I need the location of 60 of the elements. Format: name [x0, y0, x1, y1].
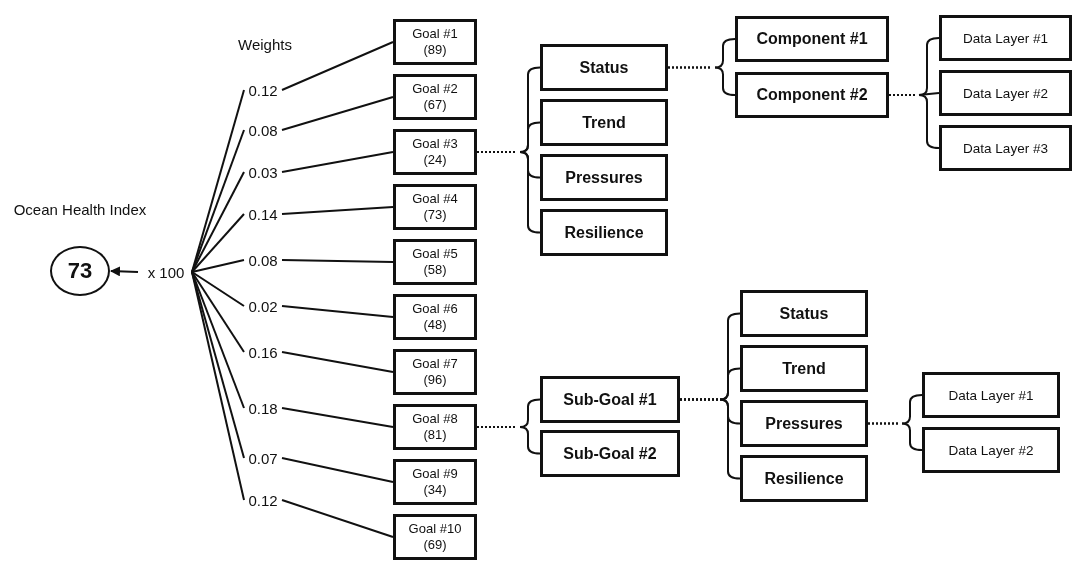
- data-layer-box: Data Layer #1: [922, 372, 1060, 418]
- connector-line: [281, 407, 394, 428]
- component-box: Status: [740, 290, 868, 337]
- weight-value: 0.12: [244, 80, 282, 100]
- component-box: Sub-Goal #2: [540, 430, 680, 477]
- component-box: Resilience: [740, 455, 868, 502]
- component-box: Trend: [740, 345, 868, 392]
- goal-box: Goal #8 (81): [393, 404, 477, 450]
- index-caption: Ocean Health Index: [12, 200, 148, 220]
- goal-box: Goal #9 (34): [393, 459, 477, 505]
- component-box: Status: [540, 44, 668, 91]
- weight-value: 0.16: [244, 342, 282, 362]
- connector-line: [191, 213, 245, 273]
- connector-line: [281, 457, 394, 483]
- weight-value: 0.14: [244, 204, 282, 224]
- multiplier-label: x 100: [140, 262, 192, 282]
- weight-value: 0.18: [244, 398, 282, 418]
- goal-box: Goal #6 (48): [393, 294, 477, 340]
- connector-line: [191, 271, 245, 353]
- data-layer-box: Data Layer #1: [939, 15, 1072, 61]
- connector-line: [191, 271, 245, 501]
- component-box: Pressures: [740, 400, 868, 447]
- goal-box: Goal #2 (67): [393, 74, 477, 120]
- connector-line: [191, 171, 245, 273]
- weight-value: 0.07: [244, 448, 282, 468]
- weight-value: 0.08: [244, 120, 282, 140]
- column-heading: Weights: [238, 36, 292, 53]
- weight-value: 0.12: [244, 490, 282, 510]
- weight-value: 0.03: [244, 162, 282, 182]
- connector-line: [281, 351, 394, 373]
- connector-line: [191, 271, 245, 409]
- connector-line: [281, 305, 394, 318]
- component-box: Sub-Goal #1: [540, 376, 680, 423]
- connector-line: [281, 151, 394, 173]
- score-circle: 73: [50, 246, 110, 296]
- goal-box: Goal #10 (69): [393, 514, 477, 560]
- component-box: Resilience: [540, 209, 668, 256]
- weight-value: 0.08: [244, 250, 282, 270]
- data-layer-box: Data Layer #3: [939, 125, 1072, 171]
- component-box: Pressures: [540, 154, 668, 201]
- goal-box: Goal #4 (73): [393, 184, 477, 230]
- connector-line: [281, 96, 394, 131]
- connector-line: [191, 271, 245, 307]
- connector-line: [281, 259, 394, 263]
- connector-line: [281, 499, 394, 538]
- connector-line: [281, 41, 394, 91]
- connector-line: [191, 129, 245, 273]
- connector-line: [191, 259, 245, 273]
- goal-box: Goal #5 (58): [393, 239, 477, 285]
- goal-box: Goal #3 (24): [393, 129, 477, 175]
- data-layer-box: Data Layer #2: [922, 427, 1060, 473]
- weight-value: 0.02: [244, 296, 282, 316]
- component-box: Trend: [540, 99, 668, 146]
- goal-box: Goal #1 (89): [393, 19, 477, 65]
- data-layer-box: Data Layer #2: [939, 70, 1072, 116]
- goal-box: Goal #7 (96): [393, 349, 477, 395]
- component-box: Component #1: [735, 16, 889, 62]
- arrow: [110, 266, 139, 277]
- component-box: Component #2: [735, 72, 889, 118]
- connector-line: [281, 206, 394, 215]
